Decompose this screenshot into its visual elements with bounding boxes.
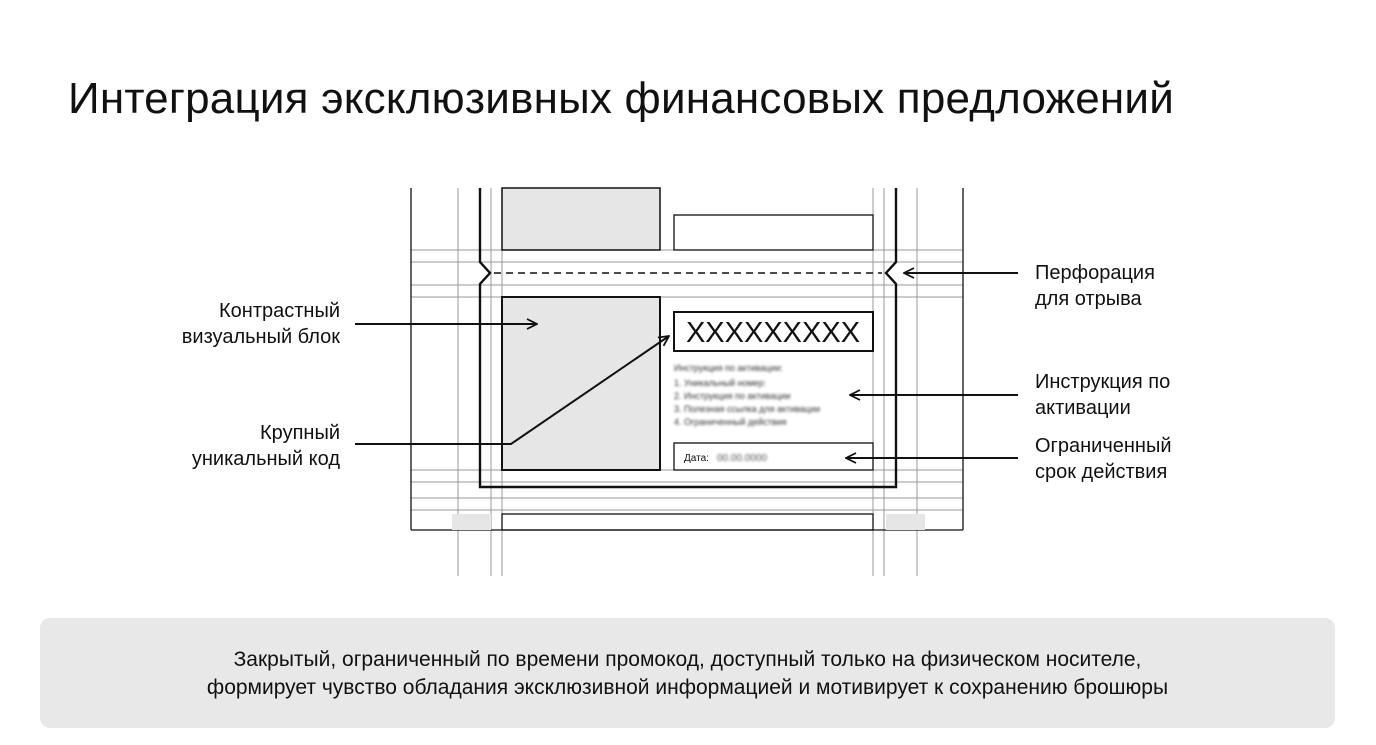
instruction-step-4: 4. Ограниченный действия (674, 417, 787, 427)
coupon-outline (478, 188, 898, 489)
label-contrast-block: Контрастный визуальный блок (181, 300, 340, 348)
footer-block-right (886, 514, 925, 530)
caption-box: Закрытый, ограниченный по времени промок… (40, 618, 1335, 728)
page-title: Интеграция эксклюзивных финансовых предл… (68, 74, 1174, 123)
code-box (673, 311, 874, 352)
promo-code: XXXXXXXXX (686, 317, 860, 349)
page-edges (410, 188, 964, 531)
contrast-visual-block (501, 296, 661, 471)
date-box (673, 442, 874, 471)
upper-text-box (673, 214, 874, 251)
callout-arrows (355, 273, 1018, 458)
label-unique-code: Крупный уникальный код (191, 422, 340, 470)
instructions-block: Инструкция по активации: 1. Уникальный н… (674, 363, 820, 427)
instruction-step-3: 3. Полезная ссылка для активации (674, 404, 820, 414)
upper-visual-block (501, 187, 661, 251)
label-perforation: Перфорация для отрыва (1035, 262, 1155, 310)
date-label: Дата: (684, 453, 709, 464)
caption-line-2: формирует чувство обладания эксклюзивной… (206, 676, 1169, 699)
caption-text: Закрытый, ограниченный по времени промок… (40, 646, 1335, 702)
footer-block-left (452, 514, 491, 530)
label-activation-instructions: Инструкция по активации (1035, 371, 1171, 419)
caption-line-1: Закрытый, ограниченный по времени промок… (233, 648, 1142, 671)
label-limited-validity: Ограниченный срок действия (1035, 435, 1172, 483)
instructions-heading: Инструкция по активации: (674, 363, 783, 373)
instruction-step-1: 1. Уникальный номер: (674, 378, 766, 388)
arrow-unique-code (355, 336, 669, 445)
date-value: 00.00.0000 (717, 453, 767, 464)
instruction-step-2: 2. Инструкция по активации (674, 391, 790, 401)
